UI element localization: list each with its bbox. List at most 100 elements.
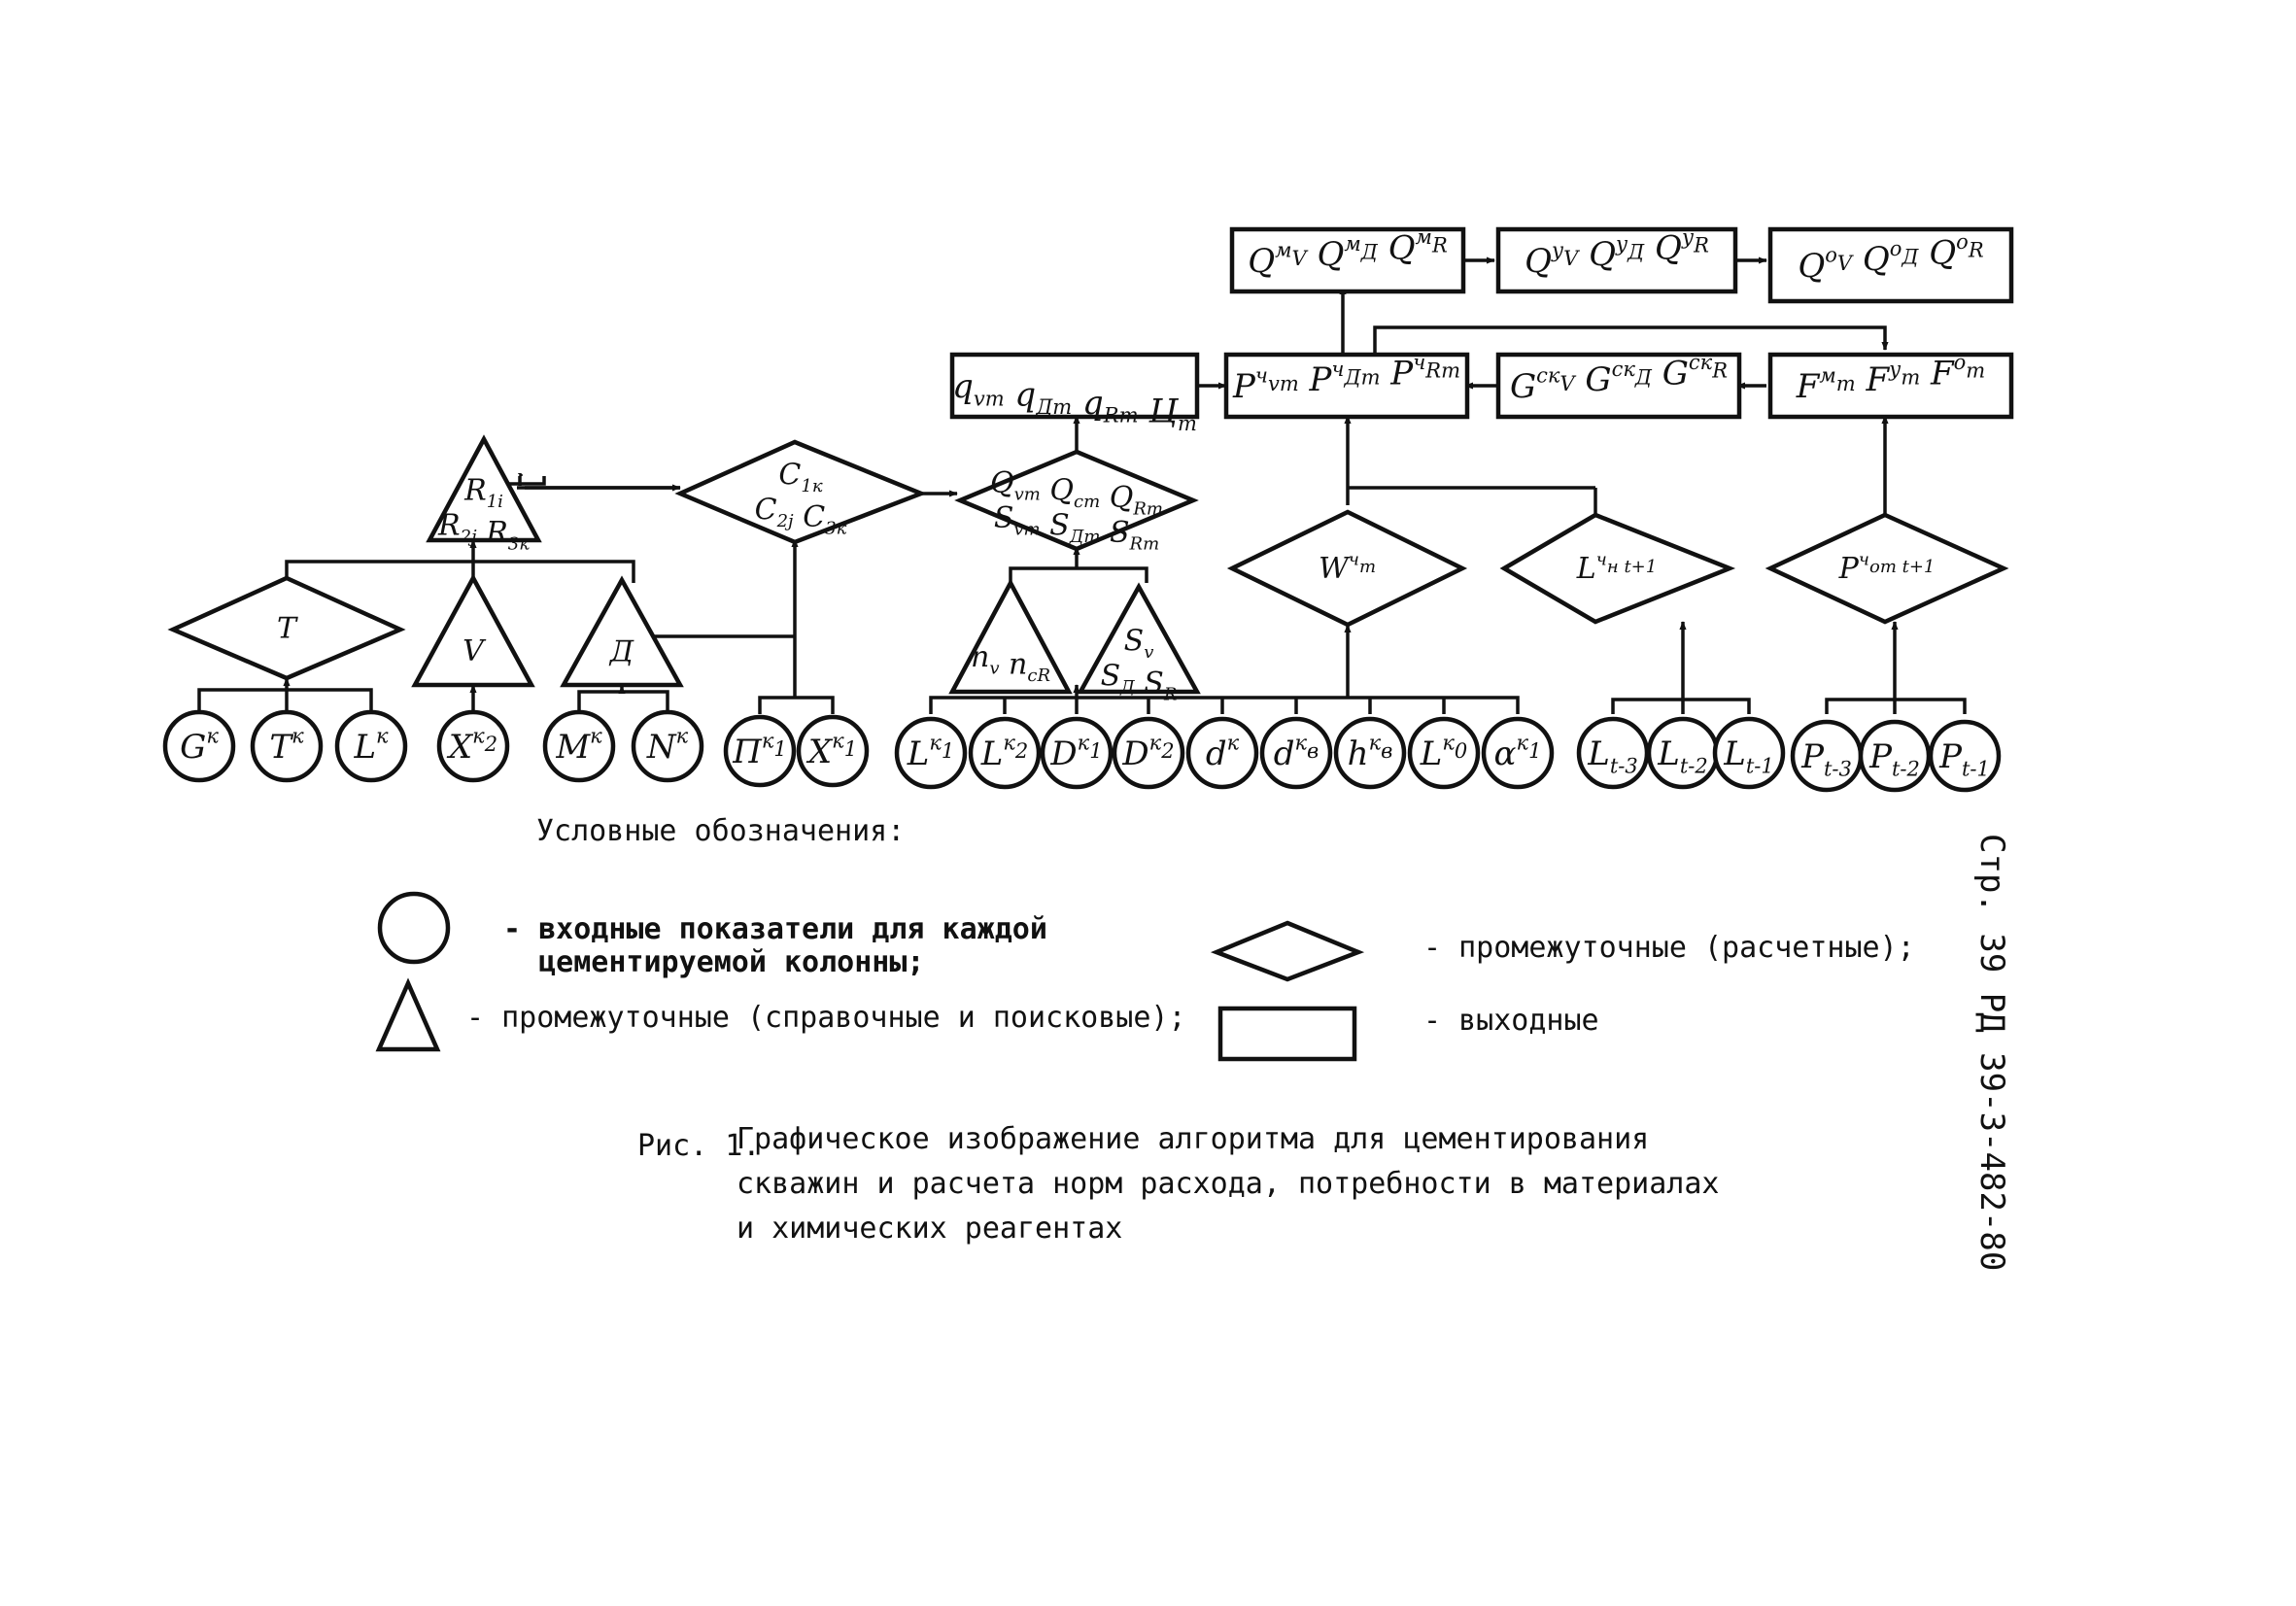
bus-mn: [577, 690, 669, 714]
output-rect-f: Fмm Fуm Fоm: [1767, 351, 2014, 420]
bus-lt: [1611, 698, 1751, 714]
input-circle-m: Mк: [542, 709, 616, 783]
input-circle-d1: Dк1: [1040, 716, 1114, 790]
input-circle-n: Nк: [631, 709, 704, 783]
output-rect-q-zero: QоV QоД QоR: [1767, 226, 2014, 304]
input-circle-x2: Xк2: [436, 709, 510, 783]
out_qvy-label: QуV QуД QуR: [1525, 225, 1709, 281]
dia_t-label: T: [277, 612, 298, 646]
input-circle-g: Gк: [162, 709, 236, 783]
c_pt3-label: Pt-3: [1800, 737, 1852, 781]
dia_c-label: C2j C3к: [755, 494, 847, 539]
line-ns-bus: [1009, 566, 1148, 583]
out_qv0-label: QоV QоД QоR: [1798, 230, 1983, 286]
output-rect-g-stock: GскV GскД GскR: [1495, 351, 1742, 420]
input-circle-hv: hкв: [1333, 716, 1407, 790]
triangle-d: Д: [560, 575, 684, 688]
tri_v-label: V: [463, 634, 487, 668]
input-circle-pt3: Pt-3: [1790, 719, 1864, 793]
c_t-label: Tк: [269, 725, 304, 767]
tri_n-label: nv ncR: [971, 640, 1050, 686]
diamond-t: T: [167, 575, 406, 681]
caption-prefix: Рис. 1.: [637, 1129, 761, 1163]
dia_q-label: Svm SДm SRm: [994, 501, 1159, 555]
c_dk-label: dк: [1206, 732, 1240, 773]
c_lt1-label: Lt-1: [1723, 735, 1773, 778]
diamond-w: Wчm: [1226, 509, 1468, 628]
out_gsk-label: GскV GскД GскR: [1510, 351, 1728, 406]
input-circle-l1: Lк1: [894, 716, 968, 790]
legend-shapes: [375, 891, 1365, 1062]
c_lt2-label: Lt-2: [1657, 735, 1707, 778]
legend-diamond: [1210, 920, 1365, 982]
input-circle-t: Tк: [250, 709, 324, 783]
output-rect-q-material: QмV QмД QмR: [1229, 225, 1466, 294]
output-rect-p-need: Pчvm PчДm PчRm: [1223, 351, 1470, 420]
c_l0-label: Lк0: [1420, 732, 1468, 773]
legend-diamond-text: - промежуточные (расчетные);: [1423, 931, 1915, 965]
c_x2-label: Xк2: [446, 725, 497, 767]
c_pt1-label: Pt-1: [1938, 737, 1990, 781]
bus-l-alpha: [929, 696, 1520, 714]
triangle-n: nv ncR: [948, 578, 1073, 695]
c_d1-label: Dк1: [1049, 732, 1102, 773]
legend-rect-text: - выходные: [1423, 1004, 1599, 1038]
out_qvm-label: QмV QмД QмR: [1248, 225, 1448, 281]
input-circle-dk: dк: [1185, 716, 1259, 790]
legend-circle-label: - входные показатели для каждой цементир…: [503, 912, 1047, 979]
out_qrate-label: qvm qДm qRm Цm: [952, 367, 1197, 435]
line-tvd-bus: [285, 560, 635, 583]
c_l1-label: Lк1: [907, 732, 955, 773]
arrow-pch-to-fm: [1373, 325, 1889, 358]
dia_p-label: Pчom t+1: [1838, 550, 1936, 587]
input-circle-lt1: Lt-1: [1712, 716, 1786, 790]
c_pt2-label: Pt-2: [1868, 737, 1920, 781]
input-circle-d2: Dк2: [1112, 716, 1185, 790]
input-circle-x1: Xк1: [796, 714, 870, 788]
page-reference: Стр. 39 РД 39-3-482-80: [1972, 834, 2011, 1272]
c_l2-label: Lк2: [980, 732, 1029, 773]
input-circle-l: Lк: [334, 709, 408, 783]
out_pch-label: Pчvm PчДm PчRm: [1232, 351, 1460, 406]
figure-caption: Графическое изображение алгоритма для це…: [737, 1122, 1720, 1246]
legend-title: Условные обозначения:: [536, 814, 906, 848]
triangle-v: V: [411, 573, 535, 688]
c_a1-label: αк1: [1494, 732, 1542, 773]
c_l-label: Lк: [353, 725, 389, 767]
c_lt3-label: Lt-3: [1587, 735, 1637, 778]
input-circle-l0: Lк0: [1407, 716, 1481, 790]
c_n-label: Nк: [646, 725, 689, 767]
diamond-p: Pчom t+1: [1765, 512, 2009, 625]
dia_w-label: Wчm: [1319, 550, 1376, 587]
diamond-l: Lчн t+1: [1499, 512, 1736, 625]
c_g-label: Gк: [180, 725, 219, 767]
legend-triangle-text: - промежуточные (справочные и поисковые)…: [466, 1001, 1186, 1035]
bus-px: [758, 696, 835, 714]
dia_q-label: Qvm Qcm QRm: [990, 466, 1163, 520]
input-circle-dv: dкв: [1259, 716, 1333, 790]
c_dв-label: dкв: [1274, 732, 1319, 773]
c_p1-label: Пк1: [732, 730, 787, 771]
legend-circle: [377, 891, 451, 965]
input-circle-pt1: Pt-1: [1928, 719, 2002, 793]
tri_d-label: Д: [608, 634, 634, 668]
c_m-label: Mк: [555, 725, 602, 767]
legend-triangle: [375, 977, 441, 1052]
c_x1-label: Xк1: [805, 730, 857, 771]
dia_c-label: C1к: [778, 459, 822, 497]
tri_s-label: Sv: [1124, 624, 1154, 663]
tri_r-label: R1i: [463, 474, 503, 513]
output-rect-q-year: QуV QуД QуR: [1495, 225, 1738, 294]
tri_s-label: SД SR: [1101, 659, 1178, 704]
output-rect-q-rate: qvm qДm qRm Цm: [949, 352, 1200, 435]
legend-rect: [1217, 1006, 1357, 1062]
input-circle-lt2: Lt-2: [1646, 716, 1720, 790]
connection-lines: [197, 256, 1967, 714]
diagram-nodes: QмV QмД QмR QуV QуД QуR QоV QоД QоR qvm …: [162, 225, 2014, 793]
input-circle-alpha1: αк1: [1481, 716, 1555, 790]
